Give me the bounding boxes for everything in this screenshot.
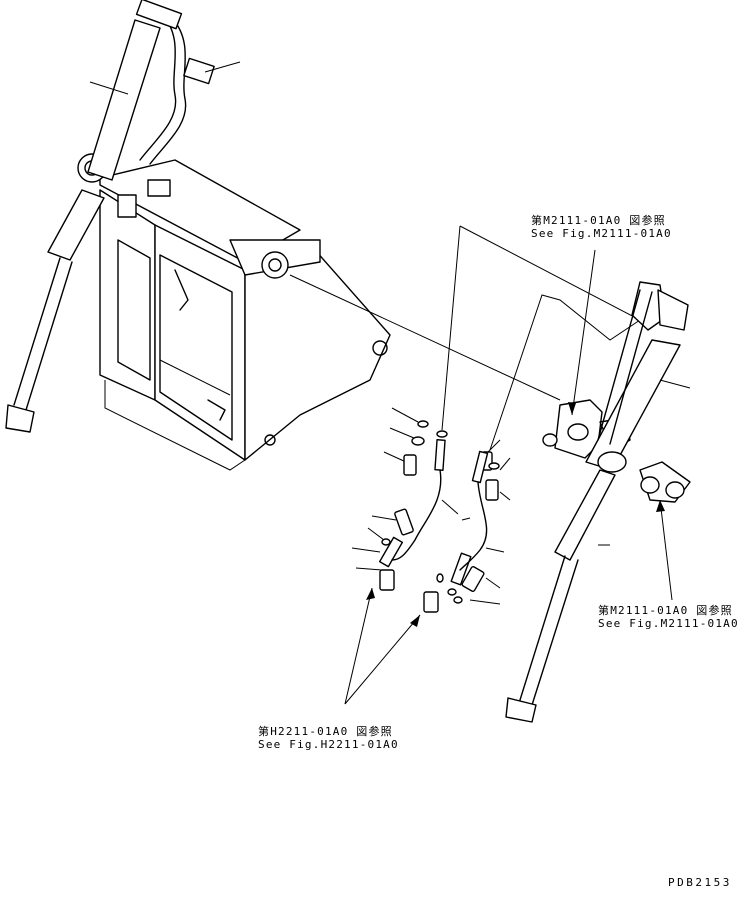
bottom-reference-leaders	[344, 587, 421, 705]
ref-label-bottom: 第H2211-01A0 図参照 See Fig.H2211-01A0	[258, 725, 399, 751]
right-cylinder	[505, 281, 691, 723]
ref-label-jp: 第H2211-01A0 図参照	[258, 725, 393, 738]
ref-label-en: See Fig.M2111-01A0	[598, 617, 739, 630]
ref-label-jp: 第M2111-01A0 図参照	[531, 214, 666, 227]
frame-assembly	[77, 153, 391, 471]
ref-label-en: See Fig.M2111-01A0	[531, 227, 672, 240]
clamp-assembly	[639, 461, 691, 601]
ref-label-en: See Fig.H2211-01A0	[258, 738, 399, 751]
ref-label-upper-right: 第M2111-01A0 図参照 See Fig.M2111-01A0	[531, 214, 672, 240]
ref-label-right: 第M2111-01A0 図参照 See Fig.M2111-01A0	[598, 604, 739, 630]
drawing-code: PDB2153	[668, 876, 732, 889]
ref-label-jp: 第M2111-01A0 図参照	[598, 604, 733, 617]
hose-fittings-group	[351, 407, 511, 613]
left-boom-cylinder	[5, 0, 241, 433]
